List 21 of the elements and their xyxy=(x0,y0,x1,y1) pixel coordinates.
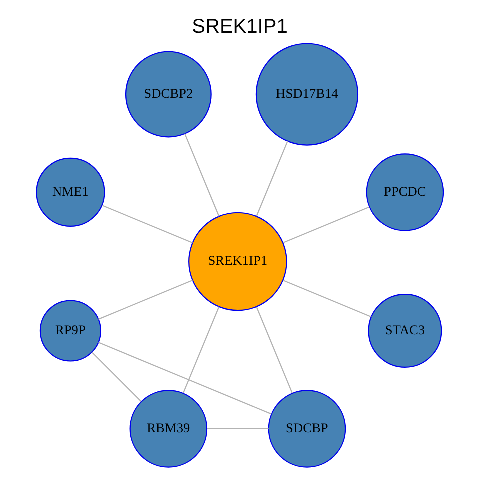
node-circle: RBM39 xyxy=(130,390,208,468)
node-circle: RP9P xyxy=(40,300,102,362)
diagram-title: SREK1IP1 xyxy=(192,16,288,38)
node-circle: PPCDC xyxy=(366,154,444,232)
node-circle: NME1 xyxy=(36,158,106,228)
node-circle: SDCBP2 xyxy=(125,51,212,138)
connector xyxy=(92,352,142,402)
connector xyxy=(256,306,293,394)
connector xyxy=(282,206,370,244)
connector xyxy=(282,280,372,318)
connector xyxy=(102,205,193,244)
node-circle: SREK1IP1 xyxy=(188,212,288,312)
connector xyxy=(182,306,220,394)
node-circle: HSD17B14 xyxy=(256,43,359,146)
node-circle: STAC3 xyxy=(368,294,442,368)
connector xyxy=(207,428,269,430)
connector xyxy=(98,280,193,320)
connector xyxy=(184,134,220,217)
connector xyxy=(98,342,272,415)
connector xyxy=(256,141,288,217)
node-circle: SDCBP xyxy=(268,390,346,468)
